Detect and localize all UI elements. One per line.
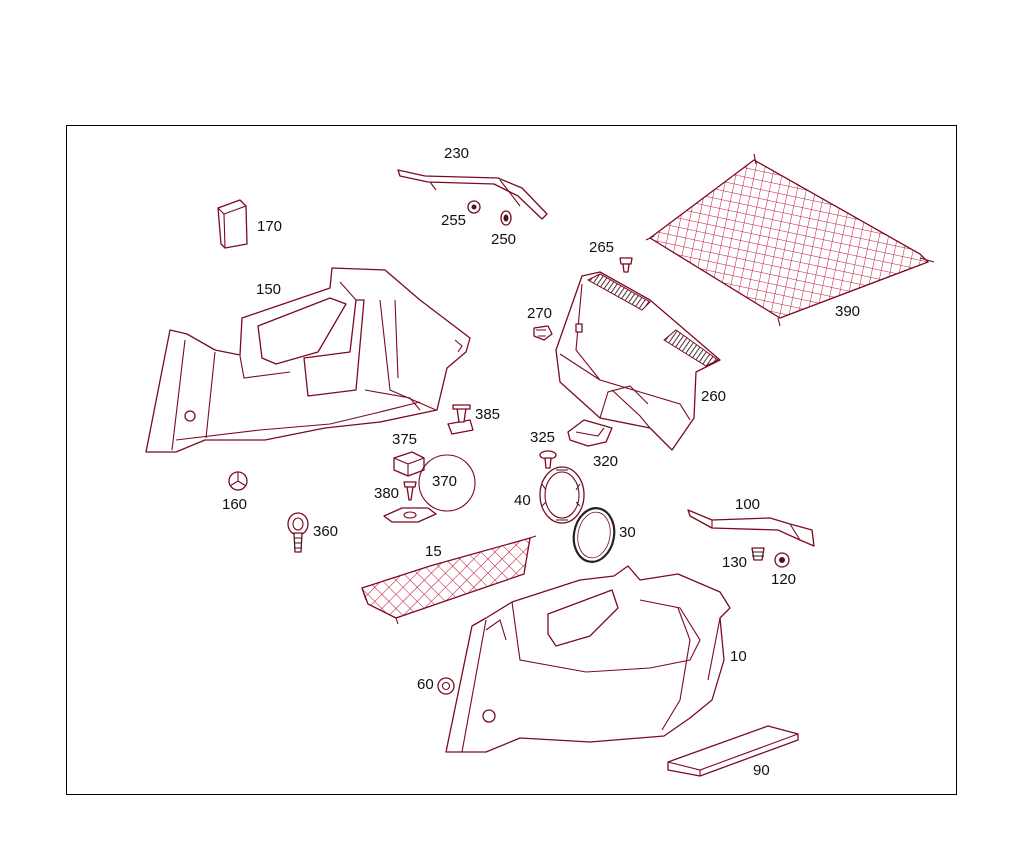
part-380-screw — [403, 481, 417, 501]
part-100-trim-piece — [687, 509, 815, 547]
part-60-clip — [437, 677, 455, 695]
callout-10: 10 — [730, 648, 747, 665]
part-320-hook — [567, 419, 613, 447]
callout-260: 260 — [701, 388, 727, 405]
callout-30: 30 — [619, 524, 636, 541]
callout-385: 385 — [475, 406, 501, 423]
part-375-cap — [393, 451, 425, 477]
callout-380: 380 — [374, 485, 400, 502]
part-30-gasket-ring — [572, 507, 616, 563]
part-325-screw — [539, 450, 557, 469]
callout-40: 40 — [514, 492, 531, 509]
part-160-star-clip — [228, 471, 248, 491]
callout-230: 230 — [444, 145, 470, 162]
part-255-clip — [467, 200, 481, 214]
callout-360: 360 — [313, 523, 339, 540]
part-390-cargo-net — [645, 153, 935, 327]
part-40-speaker-cover — [539, 466, 585, 524]
part-10-right-side-panel — [445, 565, 731, 753]
part-370-clip-base — [383, 507, 437, 523]
part-120-clip — [774, 552, 790, 568]
callout-100: 100 — [735, 496, 761, 513]
callout-120: 120 — [771, 571, 797, 588]
callout-130: 130 — [722, 554, 748, 571]
part-15-storage-net — [361, 535, 537, 625]
part-265-clip — [619, 257, 633, 273]
part-370-circle-group — [418, 454, 476, 512]
callout-150: 150 — [256, 281, 282, 298]
part-130-clip — [751, 547, 765, 561]
part-360-eye-bolt — [287, 512, 309, 553]
callout-325: 325 — [530, 429, 556, 446]
part-385-mount — [447, 404, 474, 435]
callout-60: 60 — [417, 676, 434, 693]
part-90-floor-block — [667, 725, 799, 777]
callout-160: 160 — [222, 496, 248, 513]
callout-370: 370 — [432, 473, 458, 490]
callout-375: 375 — [392, 431, 418, 448]
callout-255: 255 — [441, 212, 467, 229]
callout-270: 270 — [527, 305, 553, 322]
callout-90: 90 — [753, 762, 770, 779]
part-250-clip — [500, 210, 512, 226]
part-270-push-clip — [533, 325, 553, 341]
part-170-bracket — [217, 199, 248, 249]
diagram-frame — [66, 125, 957, 795]
part-150-left-side-panel — [145, 267, 471, 453]
callout-250: 250 — [491, 231, 517, 248]
callout-265: 265 — [589, 239, 615, 256]
callout-15: 15 — [425, 543, 442, 560]
part-230-trim-strip — [397, 169, 548, 220]
part-260-rear-panel — [555, 271, 721, 451]
callout-170: 170 — [257, 218, 283, 235]
callout-320: 320 — [593, 453, 619, 470]
callout-390: 390 — [835, 303, 861, 320]
